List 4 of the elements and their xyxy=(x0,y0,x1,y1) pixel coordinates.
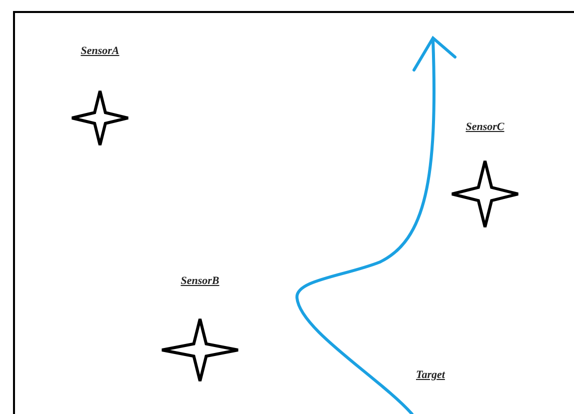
sensor-label: SensorB xyxy=(180,276,220,287)
target-label: Target xyxy=(416,370,445,381)
sensor-label: SensorA xyxy=(80,46,120,57)
sensor-label: SensorC xyxy=(466,122,504,133)
